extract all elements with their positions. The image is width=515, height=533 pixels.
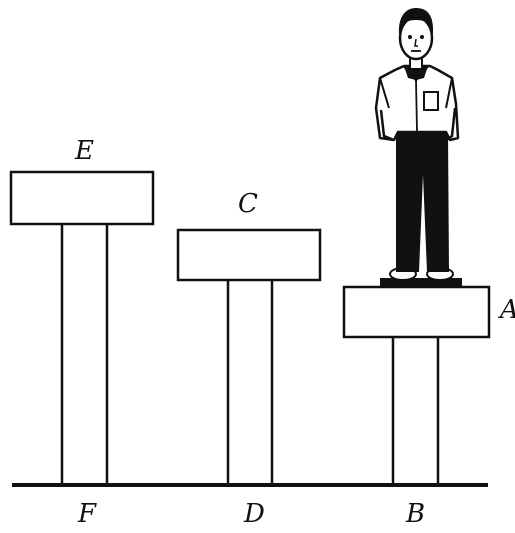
pillar-middle-top-block (176, 228, 322, 282)
label-b: B (405, 499, 425, 528)
label-c: C (238, 189, 258, 219)
label-e: E (74, 136, 94, 166)
pillar-right (342, 285, 491, 484)
pillar-middle (176, 228, 322, 484)
label-a: A (498, 295, 515, 325)
label-f: F (77, 499, 97, 528)
pillar-left-top-block (9, 170, 155, 226)
person-figure-icon (374, 8, 462, 287)
label-d: D (243, 499, 265, 528)
pillar-right-top-block (342, 285, 491, 339)
pillar-left (9, 170, 155, 484)
